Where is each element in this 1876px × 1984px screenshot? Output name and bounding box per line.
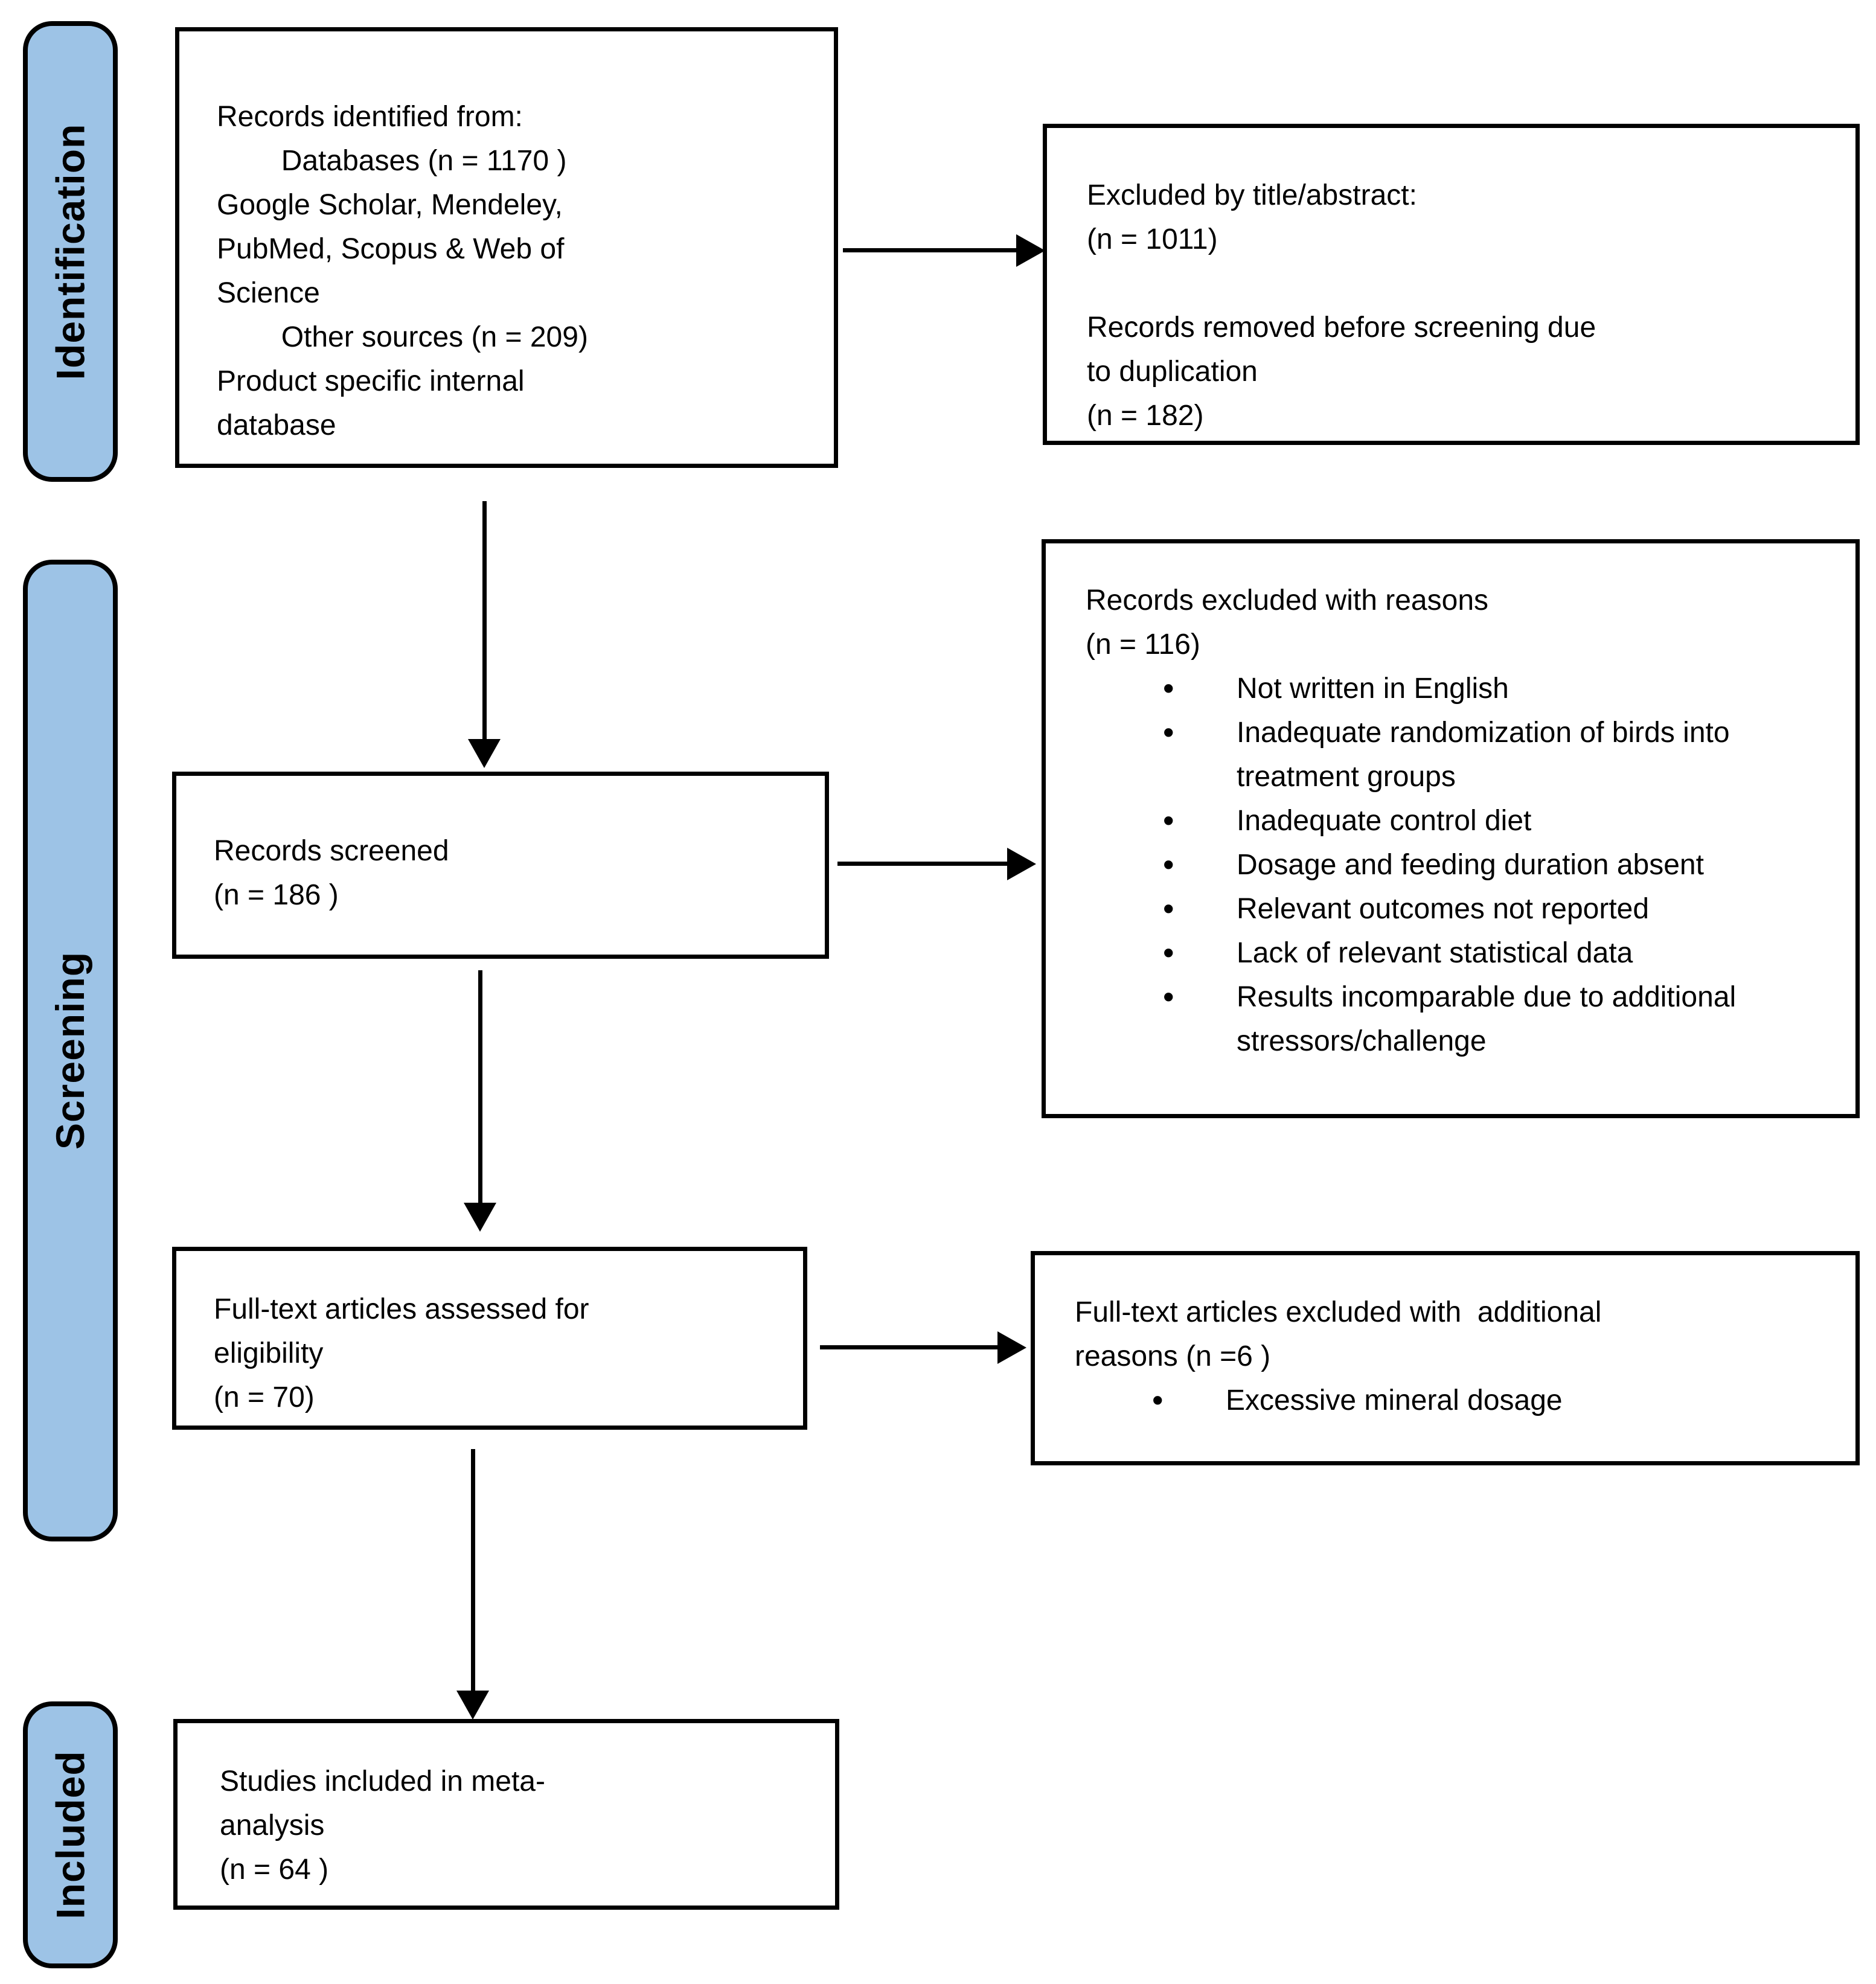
stage-identification-label: Identification	[48, 123, 93, 380]
fulltext-excluded-intro: Full-text articles excluded with additio…	[1075, 1296, 1602, 1372]
fulltext-excluded-reason-list: Excessive mineral dosage	[1075, 1378, 1834, 1422]
stage-screening-label: Screening	[48, 951, 93, 1150]
arrow-screened-to-excluded-reasons-head-icon	[1007, 848, 1036, 880]
arrow-identified-to-screened-line	[482, 501, 487, 739]
stage-identification: Identification	[23, 21, 118, 482]
studies-included-text: Studies included in meta- analysis (n = …	[220, 1765, 545, 1886]
arrow-screened-to-fulltext-line	[478, 970, 482, 1203]
excluded-title-abstract-box: Excluded by title/abstract: (n = 1011) R…	[1043, 124, 1860, 445]
bullet-item: Results incomparable due to additional s…	[1163, 975, 1834, 1063]
stage-screening: Screening	[23, 560, 118, 1541]
fulltext-excluded-box: Full-text articles excluded with additio…	[1031, 1251, 1860, 1465]
records-identified-text: Records identified from: Databases (n = …	[217, 101, 588, 441]
bullet-item: Lack of relevant statistical data	[1163, 931, 1834, 975]
arrow-screened-to-excluded-reasons-line	[837, 862, 1007, 866]
bullet-item: Relevant outcomes not reported	[1163, 887, 1834, 931]
records-excluded-reason-list: Not written in EnglishInadequate randomi…	[1086, 667, 1834, 1063]
records-screened-box: Records screened (n = 186 )	[172, 772, 829, 959]
bullet-item: Excessive mineral dosage	[1152, 1378, 1834, 1422]
records-identified-box: Records identified from: Databases (n = …	[175, 27, 838, 468]
bullet-item: Inadequate control diet	[1163, 799, 1834, 843]
bullet-item: Inadequate randomization of birds into t…	[1163, 711, 1834, 799]
excluded-title-abstract-text: Excluded by title/abstract: (n = 1011) R…	[1087, 179, 1596, 432]
arrow-fulltext-to-excluded-line	[820, 1345, 997, 1349]
records-excluded-box: Records excluded with reasons (n = 116) …	[1042, 539, 1860, 1118]
arrow-identified-to-screened-head-icon	[468, 739, 501, 768]
fulltext-assessed-text: Full-text articles assessed for eligibil…	[214, 1293, 589, 1413]
arrow-fulltext-to-included-line	[471, 1449, 475, 1691]
records-screened-text: Records screened (n = 186 )	[214, 835, 449, 911]
studies-included-box: Studies included in meta- analysis (n = …	[173, 1719, 839, 1910]
stage-included: Included	[23, 1701, 118, 1968]
bullet-item: Not written in English	[1163, 667, 1834, 711]
arrow-fulltext-to-included-head-icon	[456, 1691, 489, 1720]
arrow-screened-to-fulltext-head-icon	[464, 1203, 496, 1232]
arrow-identified-to-excluded-head-icon	[1016, 234, 1045, 267]
records-excluded-intro: Records excluded with reasons (n = 116)	[1086, 584, 1489, 661]
bullet-item: Dosage and feeding duration absent	[1163, 843, 1834, 887]
stage-included-label: Included	[48, 1750, 93, 1919]
fulltext-assessed-box: Full-text articles assessed for eligibil…	[172, 1247, 807, 1430]
arrow-identified-to-excluded-line	[843, 248, 1016, 252]
arrow-fulltext-to-excluded-head-icon	[997, 1331, 1026, 1364]
